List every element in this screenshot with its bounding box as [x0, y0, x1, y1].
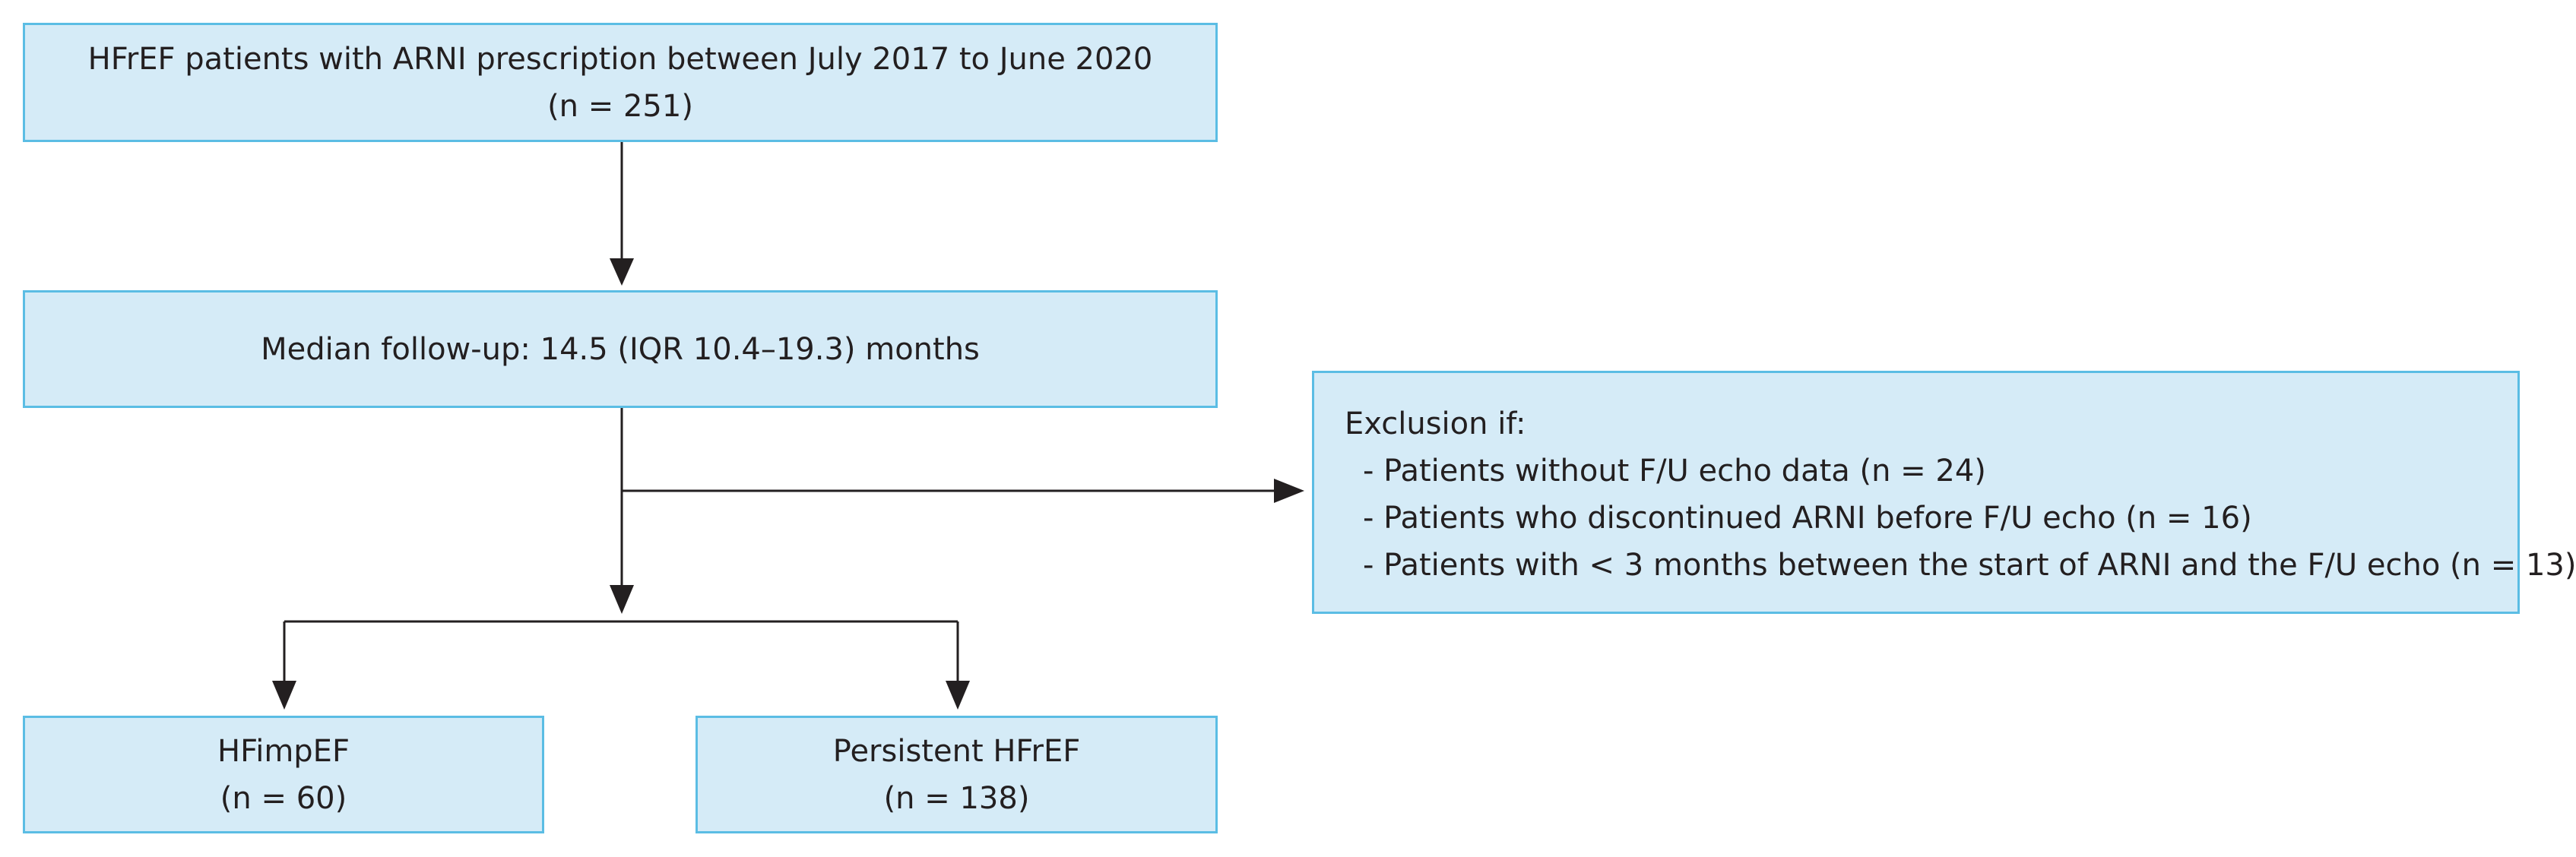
exclusion-box: Exclusion if: - Patients without F/U ech… [1312, 371, 2576, 614]
exclusion-title: Exclusion if: [1345, 406, 1526, 441]
outcome-left-count: (n = 60) [220, 780, 347, 816]
start-box: HFrEF patients with ARNI prescription be… [23, 23, 1218, 142]
arrowhead-left-outcome-icon [272, 681, 296, 710]
arrowhead-split-icon [610, 585, 634, 614]
outcome-right-count: (n = 138) [883, 780, 1030, 816]
arrowhead-exclusion-icon [1274, 479, 1304, 503]
outcome-left-label: HFimpEF [217, 733, 350, 769]
exclusion-item: - Patients with < 3 months between the s… [1363, 548, 2576, 583]
followup-box: Median follow-up: 14.5 (IQR 10.4–19.3) m… [23, 290, 1218, 408]
start-box-title: HFrEF patients with ARNI prescription be… [87, 41, 1153, 77]
arrowhead-followup-icon [610, 258, 634, 286]
exclusion-item: - Patients who discontinued ARNI before … [1363, 501, 2252, 536]
arrowhead-right-outcome-icon [946, 681, 970, 710]
start-box-count: (n = 251) [547, 88, 693, 124]
outcome-left-box: HFimpEF (n = 60) [23, 716, 544, 833]
outcome-right-label: Persistent HFrEF [832, 733, 1081, 769]
exclusion-item: - Patients without F/U echo data (n = 24… [1363, 454, 1986, 489]
followup-text: Median follow-up: 14.5 (IQR 10.4–19.3) m… [261, 331, 980, 367]
outcome-right-box: Persistent HFrEF (n = 138) [695, 716, 1218, 833]
